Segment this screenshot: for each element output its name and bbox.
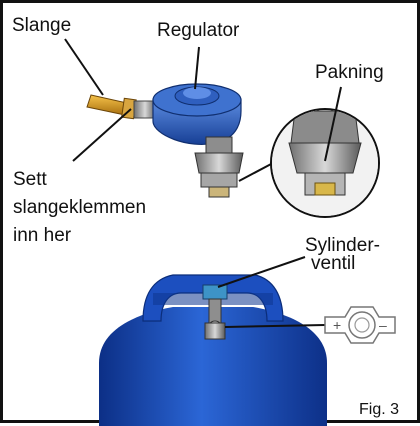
hose xyxy=(87,95,156,119)
gasket-zoom-circle xyxy=(239,87,379,217)
figure-number: Fig. 3 xyxy=(359,399,399,421)
valve-minus-sign: – xyxy=(379,314,387,336)
regulator xyxy=(153,84,243,197)
hose-label: Slange xyxy=(12,15,71,37)
clamp-label-line1: Sett xyxy=(13,169,47,191)
valve-label-line2: ventil xyxy=(311,253,355,275)
clamp-label-line3: inn her xyxy=(13,225,71,247)
gasket-label: Pakning xyxy=(315,62,384,84)
gas-cylinder xyxy=(99,275,327,426)
valve-plus-sign: + xyxy=(333,314,341,336)
regulator-label: Regulator xyxy=(157,20,239,42)
clamp-label-line2: slangeklemmen xyxy=(13,197,146,219)
